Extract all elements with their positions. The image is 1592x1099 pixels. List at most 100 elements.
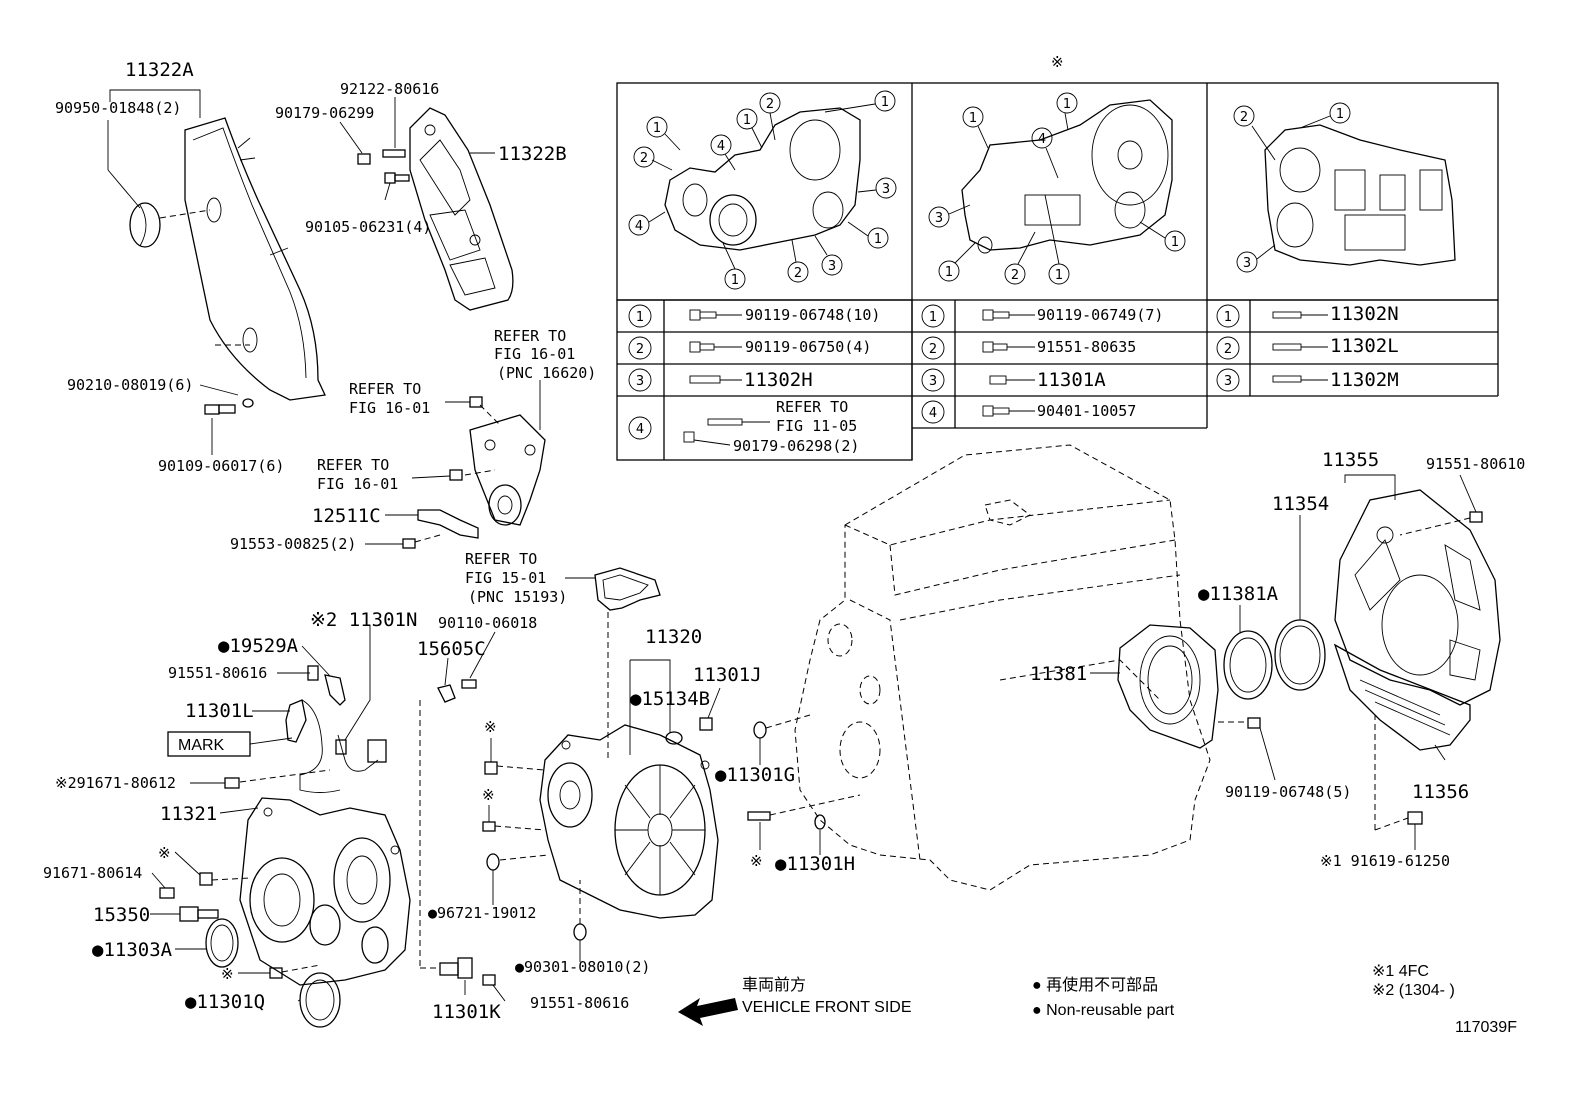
leader-11355 bbox=[1344, 474, 1396, 500]
label-15134B: ●15134B bbox=[630, 688, 710, 710]
label-refer: FIG 15-01 bbox=[465, 569, 546, 587]
direction-en: VEHICLE FRONT SIDE bbox=[742, 999, 912, 1016]
svg-text:1: 1 bbox=[731, 273, 739, 288]
svg-text:1: 1 bbox=[945, 265, 953, 280]
table-part-numbers: 90119-06748(10) 90119-06750(4) 11302H RE… bbox=[733, 303, 1399, 455]
sketch-callouts bbox=[628, 90, 1351, 290]
tensioner-bracket bbox=[469, 414, 546, 526]
timing-cover-11322A bbox=[159, 117, 326, 401]
label-11301N: ※2 11301N bbox=[310, 609, 417, 631]
timing-cover-11322B bbox=[409, 107, 514, 311]
table-part: REFER TO bbox=[776, 398, 848, 416]
label-92122-80616: 92122-80616 bbox=[340, 80, 439, 98]
label-refer: REFER TO bbox=[465, 550, 537, 568]
leader-refer-16-01-b bbox=[411, 475, 451, 479]
table-row-circles bbox=[628, 304, 1240, 440]
stud-kome-5 bbox=[747, 811, 771, 821]
svg-text:1: 1 bbox=[1063, 97, 1071, 112]
legend: 車両前方 VEHICLE FRONT SIDE ● 再使用不可部品 ● Non-… bbox=[742, 963, 1517, 1036]
leader-15605C bbox=[444, 657, 449, 686]
label-90179-06299: 90179-06299 bbox=[275, 104, 374, 122]
leader-91551-80610 bbox=[1459, 474, 1477, 513]
row-num: 2 bbox=[636, 342, 644, 357]
reference-table bbox=[616, 82, 1499, 461]
plate-11356 bbox=[1333, 643, 1471, 751]
label-mark: MARK bbox=[178, 737, 225, 754]
table-part: 90119-06749(7) bbox=[1037, 306, 1163, 324]
leader-11301N bbox=[344, 625, 371, 741]
row-num: 1 bbox=[1224, 310, 1232, 325]
svg-text:2: 2 bbox=[794, 266, 802, 281]
label-91553-00825: 91553-00825(2) bbox=[230, 535, 356, 553]
label-refer: (PNC 15193) bbox=[468, 588, 567, 606]
table-part: 11302H bbox=[744, 369, 813, 391]
front-arrow-icon bbox=[678, 998, 738, 1026]
row-num: 3 bbox=[1224, 374, 1232, 389]
svg-text:3: 3 bbox=[882, 182, 890, 197]
label-11301Q: ●11301Q bbox=[185, 991, 265, 1013]
label-11301L: 11301L bbox=[185, 700, 254, 722]
label-91551-80616: 91551-80616 bbox=[530, 994, 629, 1012]
label-11355: 11355 bbox=[1322, 449, 1379, 471]
label-11322A: 11322A bbox=[125, 59, 194, 81]
note-2: ※2 (1304- ) bbox=[1372, 982, 1455, 999]
label-11321: 11321 bbox=[160, 803, 217, 825]
svg-text:2: 2 bbox=[766, 97, 774, 112]
table-part: 11302M bbox=[1330, 369, 1399, 391]
row-num: 3 bbox=[929, 374, 937, 389]
leader-90950b bbox=[107, 169, 141, 209]
note-1: ※1 4FC bbox=[1372, 963, 1429, 980]
svg-text:1: 1 bbox=[743, 113, 751, 128]
label-91619-61250: ※1 91619-61250 bbox=[1320, 852, 1450, 870]
seal-90950 bbox=[129, 202, 161, 248]
label-96721-19012: ●96721-19012 bbox=[428, 904, 536, 922]
pin-kome-4 bbox=[482, 821, 496, 832]
bolt-90119-06748-5 bbox=[1247, 717, 1261, 729]
label-11301H: ●11301H bbox=[775, 853, 855, 875]
leader-91671-80614 bbox=[151, 872, 166, 889]
leader-91551-b bbox=[492, 984, 506, 1002]
leader-11301Q bbox=[297, 999, 301, 1002]
leader-mark bbox=[249, 737, 293, 745]
part-labels: 11322A 90950-01848(2) 92122-80616 90179-… bbox=[43, 53, 1525, 1023]
svg-text:4: 4 bbox=[1038, 132, 1046, 147]
bolt-91553 bbox=[402, 538, 416, 549]
leader-19529A bbox=[301, 645, 331, 677]
row-num: 2 bbox=[929, 342, 937, 357]
table-part: 90119-06748(10) bbox=[745, 306, 880, 324]
seal-11301Q bbox=[299, 972, 341, 1028]
label-kome: ※ bbox=[1051, 53, 1064, 71]
svg-text:2: 2 bbox=[1240, 110, 1248, 125]
sensor-11301L bbox=[285, 699, 341, 793]
svg-text:4: 4 bbox=[635, 219, 643, 234]
label-kome: ※ bbox=[221, 965, 234, 983]
table-part: 90401-10057 bbox=[1037, 402, 1136, 420]
bolt-91671-80614 bbox=[159, 887, 175, 899]
label-refer: REFER TO bbox=[494, 327, 566, 345]
label-kome: ※ bbox=[484, 718, 497, 736]
oring-11301G bbox=[753, 721, 767, 739]
table-part: 11302L bbox=[1330, 335, 1399, 357]
label-90110-06018: 90110-06018 bbox=[438, 614, 537, 632]
bolt-91551-80610 bbox=[1469, 511, 1483, 523]
label-refer: FIG 16-01 bbox=[317, 475, 398, 493]
label-11381: 11381 bbox=[1030, 663, 1087, 685]
label-refer: FIG 16-01 bbox=[494, 345, 575, 363]
figure-id: 117039F bbox=[1455, 1019, 1517, 1036]
leader-90105 bbox=[384, 182, 391, 201]
table-sketch-3 bbox=[1264, 124, 1456, 266]
label-11354: 11354 bbox=[1272, 493, 1329, 515]
row-num: 2 bbox=[1224, 342, 1232, 357]
svg-text:1: 1 bbox=[653, 121, 661, 136]
bolt-kome-1 bbox=[199, 872, 213, 886]
row-num: 4 bbox=[636, 422, 644, 437]
leader-11321 bbox=[219, 807, 259, 814]
label-91671-80614: 91671-80614 bbox=[43, 864, 142, 882]
seal-11381A bbox=[1223, 630, 1273, 700]
bolt-90109 bbox=[204, 398, 254, 415]
leader-90110 bbox=[469, 631, 496, 679]
label-90109-06017: 90109-06017(6) bbox=[158, 457, 284, 475]
svg-text:1: 1 bbox=[969, 111, 977, 126]
svg-text:4: 4 bbox=[717, 139, 725, 154]
svg-text:1: 1 bbox=[1336, 107, 1344, 122]
